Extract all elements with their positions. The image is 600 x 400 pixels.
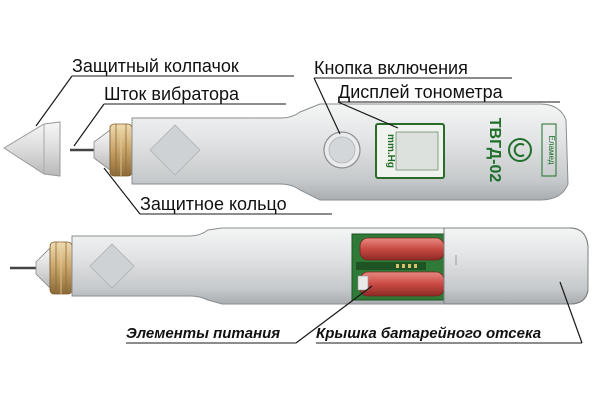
svg-text:Защитное кольцо: Защитное кольцо — [140, 194, 287, 214]
battery-cover — [443, 227, 589, 305]
brand-label: Еламед — [547, 136, 556, 165]
label-vibrator-rod: Шток вибратора — [73, 84, 286, 147]
tip-cone — [93, 129, 111, 171]
svg-text:Кнопка включения: Кнопка включения — [314, 58, 468, 78]
svg-text:Дисплей тонометра: Дисплей тонометра — [338, 82, 504, 102]
battery-compartment — [351, 233, 445, 301]
logo-icon — [508, 138, 532, 162]
model-label: ТВГД-02 — [486, 118, 503, 183]
label-power-button: Кнопка включения — [313, 58, 512, 135]
tonometer-display: mm.Hg — [375, 123, 445, 179]
protective-ring-bottom — [49, 241, 73, 295]
label-tonometer-display: Дисплей тонометра — [337, 82, 560, 129]
power-button[interactable] — [323, 131, 361, 169]
device-markings: ТВГД-02 Еламед — [486, 118, 557, 183]
pcb-pins — [396, 264, 417, 268]
svg-text:Шток вибратора: Шток вибратора — [104, 84, 240, 104]
unit-label: mm.Hg — [385, 134, 396, 168]
label-battery-cover: Крышка батарейного отсека — [316, 281, 583, 344]
device-body-bottom — [71, 227, 589, 305]
svg-text:Крышка батарейного отсека: Крышка батарейного отсека — [316, 325, 541, 342]
label-protective-cap: Защитный колпачок — [35, 56, 294, 127]
protective-cap — [3, 121, 61, 177]
svg-text:Элементы питания: Элементы питания — [126, 325, 280, 342]
svg-text:Защитный колпачок: Защитный колпачок — [72, 56, 239, 76]
label-protective-ring: Защитное кольцо — [103, 167, 332, 215]
tip-cone-bottom — [35, 247, 51, 289]
protective-ring — [109, 123, 133, 177]
label-batteries: Элементы питания — [126, 285, 373, 344]
